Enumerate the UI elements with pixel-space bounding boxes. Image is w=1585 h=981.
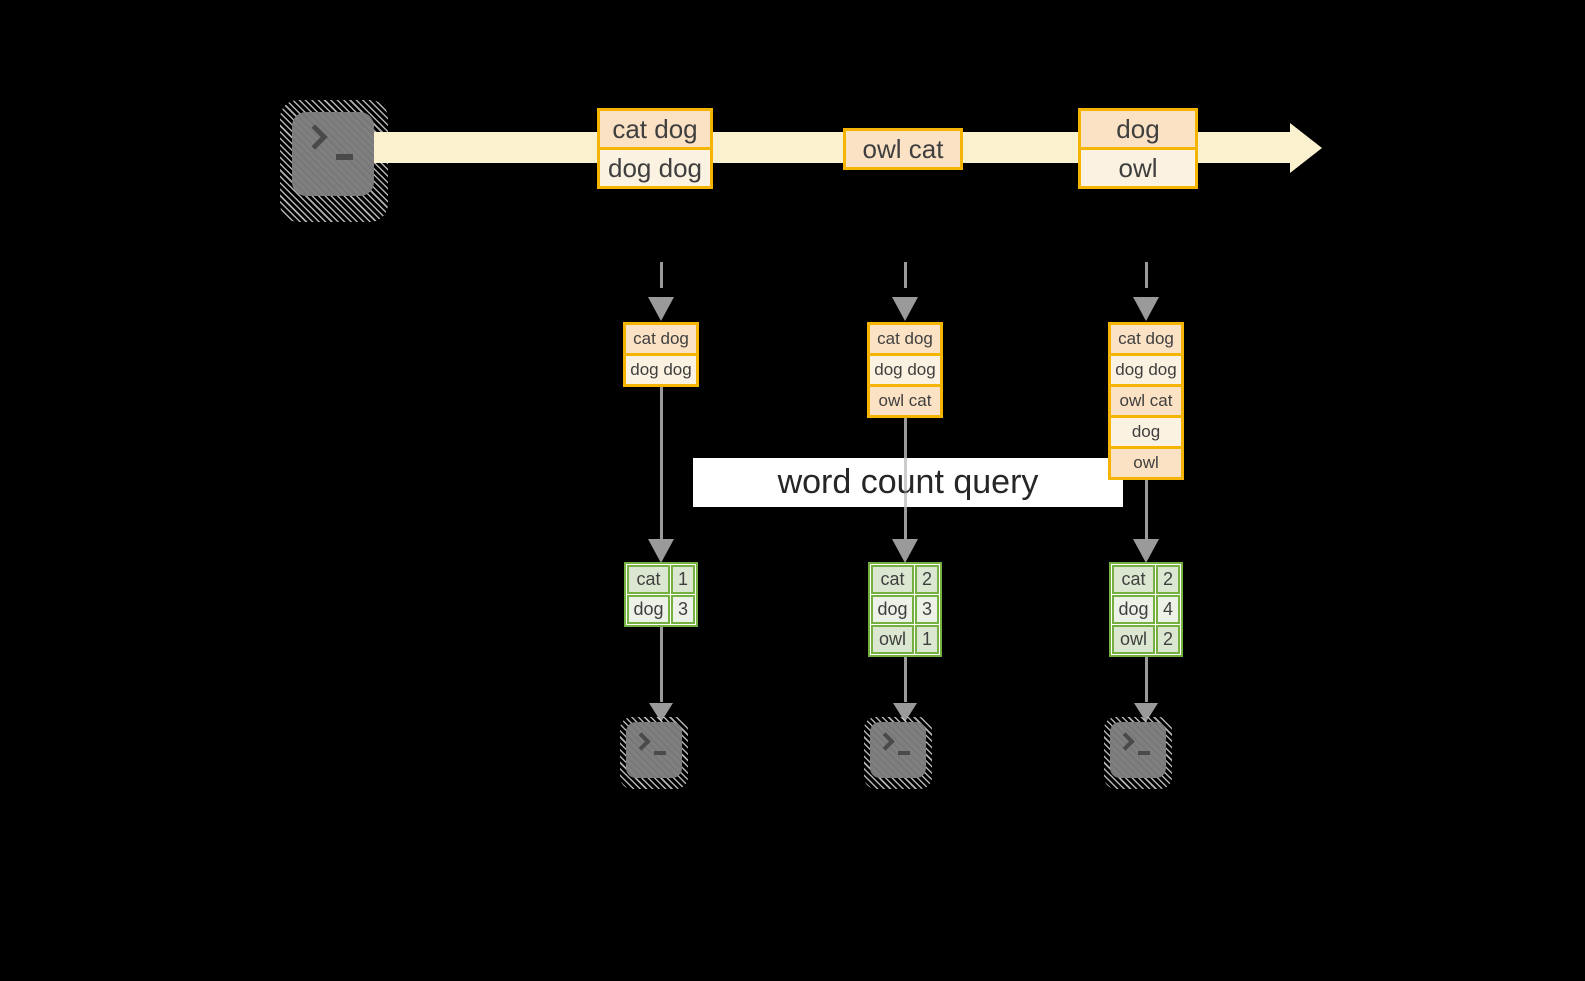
stream-event: owl cat <box>846 131 960 167</box>
buffered-event: dog dog <box>870 356 940 384</box>
dashed-arrow-shaft <box>659 262 663 288</box>
query-label-band: word count query <box>693 458 1123 507</box>
count-value: 2 <box>915 565 939 594</box>
stream-arrowhead <box>1290 123 1322 173</box>
stream-event: dog dog <box>600 150 710 186</box>
count-value: 1 <box>915 625 939 654</box>
count-value: 2 <box>1156 565 1180 594</box>
buffered-event: dog dog <box>626 356 696 384</box>
count-word: owl <box>871 625 914 654</box>
count-word: dog <box>871 595 914 624</box>
buffered-event: dog <box>1111 418 1181 446</box>
count-table-2: cat 2 dog 3 owl 1 <box>868 562 942 657</box>
buffered-event: dog dog <box>1111 356 1181 384</box>
stream-event-group-1: cat dog dog dog <box>597 108 713 189</box>
dashed-arrow-head <box>648 297 674 321</box>
count-value: 4 <box>1156 595 1180 624</box>
buffered-event: owl <box>1111 449 1181 477</box>
arrow-shaft <box>659 627 663 702</box>
count-word: owl <box>1112 625 1155 654</box>
terminal-icon <box>1110 722 1166 778</box>
prompt-underscore-icon <box>336 154 353 160</box>
prompt-underscore-icon <box>898 751 910 755</box>
terminal-icon <box>626 722 682 778</box>
arrow-shaft <box>903 657 907 702</box>
stream-event-group-2: owl cat <box>843 128 963 170</box>
arrow-shaft <box>1144 480 1148 540</box>
count-value: 3 <box>671 595 695 624</box>
arrow-shaft <box>659 387 663 540</box>
arrow-shaft <box>1144 657 1148 702</box>
dashed-arrow-head <box>1133 297 1159 321</box>
count-value: 1 <box>671 565 695 594</box>
count-word: cat <box>627 565 670 594</box>
stream-event-group-3: dog owl <box>1078 108 1198 189</box>
count-table-1: cat 1 dog 3 <box>624 562 698 627</box>
buffered-event: cat dog <box>1111 325 1181 353</box>
prompt-chevron-icon <box>632 732 651 751</box>
terminal-icon <box>292 112 374 196</box>
prompt-underscore-icon <box>1138 751 1150 755</box>
prompt-chevron-icon <box>876 732 895 751</box>
prompt-underscore-icon <box>654 751 666 755</box>
buffered-event: owl cat <box>1111 387 1181 415</box>
buffered-event: cat dog <box>870 325 940 353</box>
count-word: dog <box>1112 595 1155 624</box>
dashed-arrow-head <box>892 297 918 321</box>
buffered-event: owl cat <box>870 387 940 415</box>
buffered-event: cat dog <box>626 325 696 353</box>
prompt-chevron-icon <box>302 124 328 150</box>
buffer-stack-3: cat dog dog dog owl cat dog owl <box>1108 322 1184 480</box>
query-label: word count query <box>777 463 1039 501</box>
buffer-stack-2: cat dog dog dog owl cat <box>867 322 943 418</box>
count-word: dog <box>627 595 670 624</box>
count-value: 2 <box>1156 625 1180 654</box>
stream-event: owl <box>1081 150 1195 186</box>
stream-event: cat dog <box>600 111 710 147</box>
count-table-3: cat 2 dog 4 owl 2 <box>1109 562 1183 657</box>
count-word: cat <box>871 565 914 594</box>
arrow-head <box>892 539 918 563</box>
count-word: cat <box>1112 565 1155 594</box>
dashed-arrow-shaft <box>1144 262 1148 288</box>
terminal-icon <box>870 722 926 778</box>
stream-event: dog <box>1081 111 1195 147</box>
buffer-stack-1: cat dog dog dog <box>623 322 699 387</box>
prompt-chevron-icon <box>1116 732 1135 751</box>
arrow-shaft-through-band <box>903 458 907 507</box>
count-value: 3 <box>915 595 939 624</box>
arrow-head <box>1133 539 1159 563</box>
dashed-arrow-shaft <box>903 262 907 288</box>
arrow-head <box>648 539 674 563</box>
